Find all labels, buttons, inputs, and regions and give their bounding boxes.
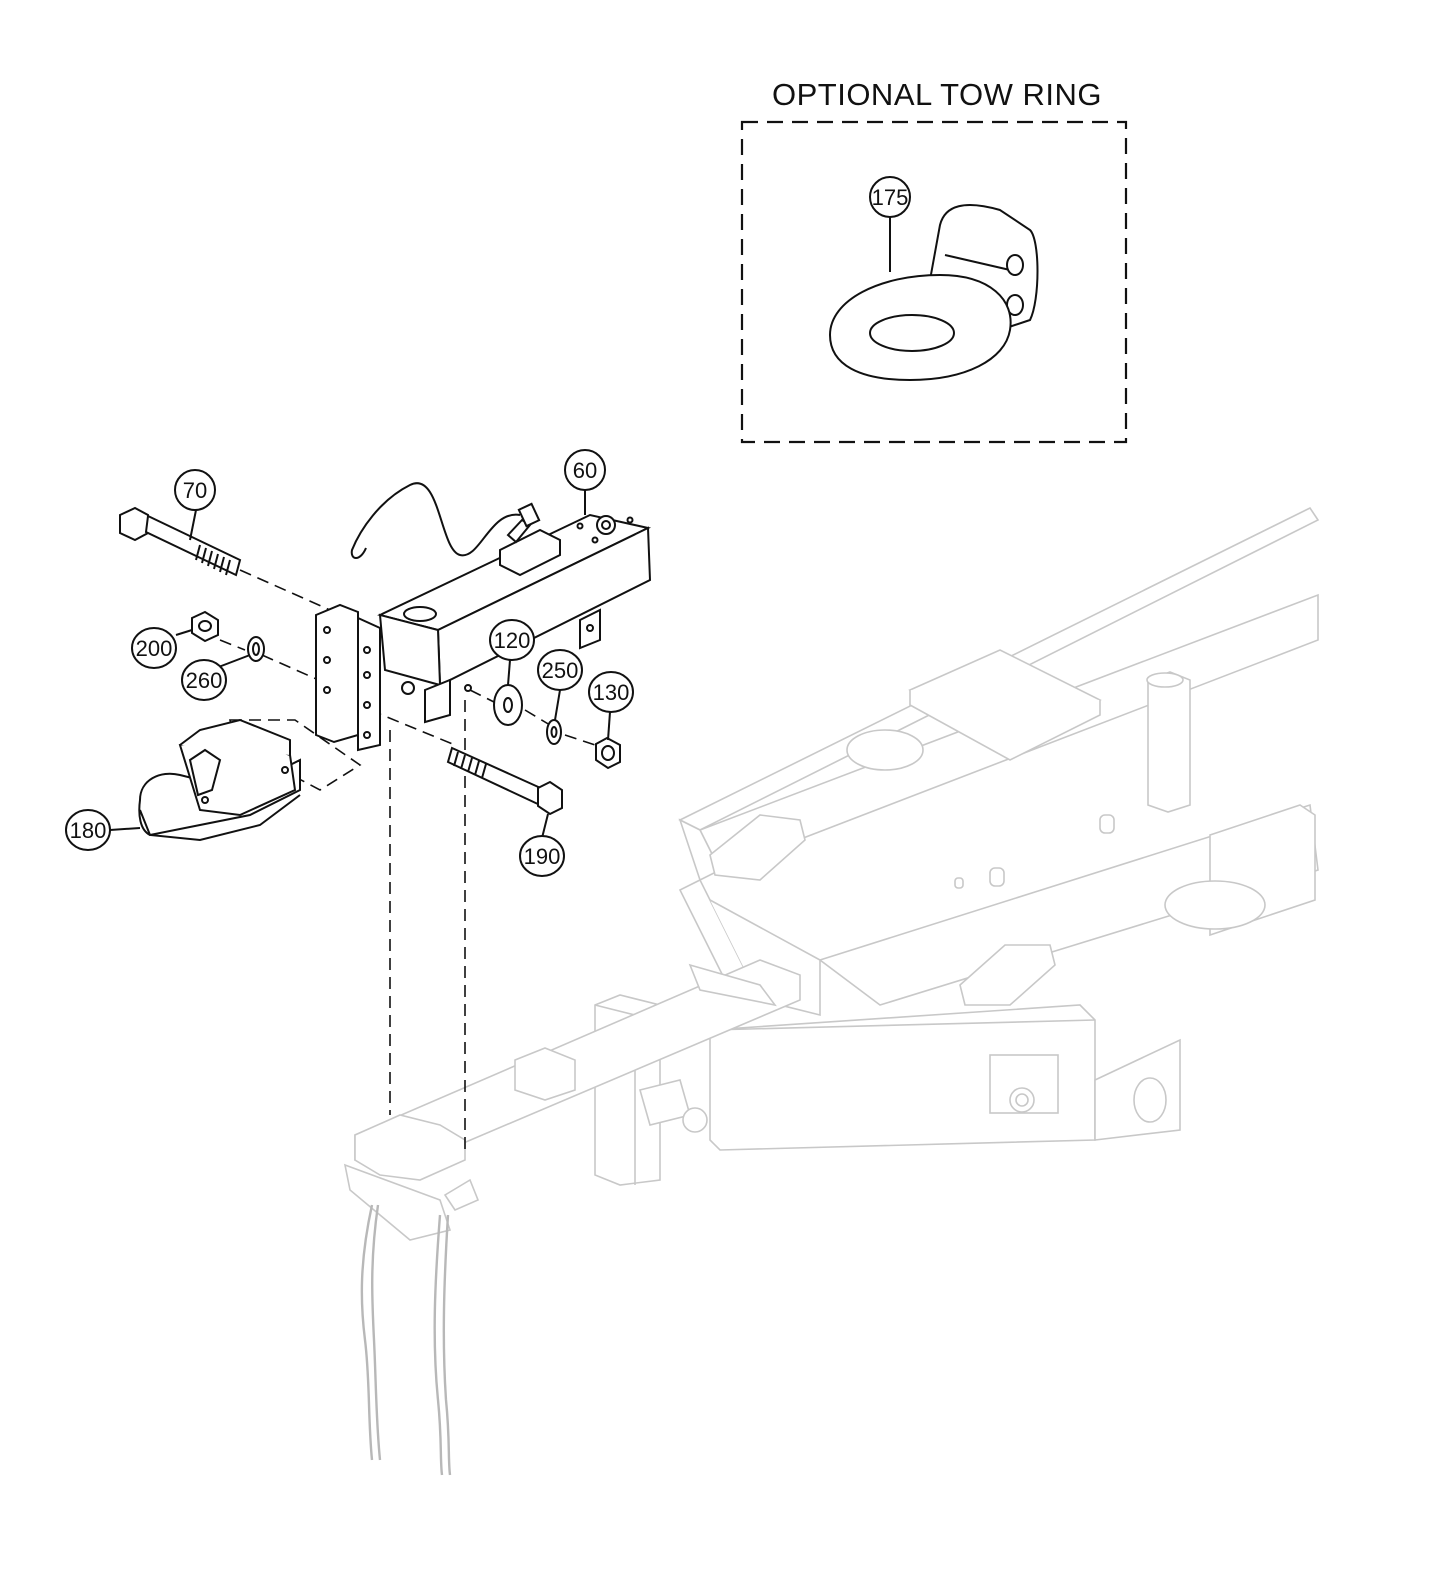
callout-70: 70 (174, 469, 216, 511)
callout-60-label: 60 (573, 458, 597, 483)
callout-60: 60 (564, 449, 606, 491)
callout-250: 250 (537, 649, 583, 691)
callout-260-label: 260 (186, 668, 223, 693)
callout-180-label: 180 (70, 818, 107, 843)
callout-190-label: 190 (524, 844, 561, 869)
leader-lines (109, 217, 891, 839)
inset-title: OPTIONAL TOW RING (772, 77, 1102, 112)
callout-175-label: 175 (872, 185, 909, 210)
callout-190: 190 (519, 835, 565, 877)
callout-175: 175 (869, 176, 911, 218)
callout-120: 120 (489, 619, 535, 661)
callout-250-label: 250 (542, 658, 579, 683)
long-bolt-70 (119, 506, 242, 577)
callout-120-label: 120 (494, 628, 531, 653)
tongue-channel-60 (315, 482, 652, 752)
short-bolt-190 (446, 746, 563, 816)
flat-washer-120 (493, 684, 523, 726)
safety-chains (360, 1204, 452, 1476)
nut-130 (595, 736, 621, 770)
lock-washer-260 (247, 636, 265, 662)
coupler-180 (138, 718, 301, 842)
tow-ring-inset: OPTIONAL TOW RING (740, 77, 1128, 444)
nut-200 (191, 610, 219, 643)
lock-washer-250 (546, 719, 562, 745)
callout-180: 180 (65, 809, 111, 851)
callout-130-label: 130 (593, 680, 630, 705)
callout-70-label: 70 (183, 478, 207, 503)
tow-ring-175 (828, 204, 1039, 382)
callout-130: 130 (588, 671, 634, 713)
callout-200: 200 (131, 627, 177, 669)
callout-260: 260 (181, 659, 227, 701)
callout-200-label: 200 (136, 636, 173, 661)
trailer-frame (343, 506, 1320, 1241)
